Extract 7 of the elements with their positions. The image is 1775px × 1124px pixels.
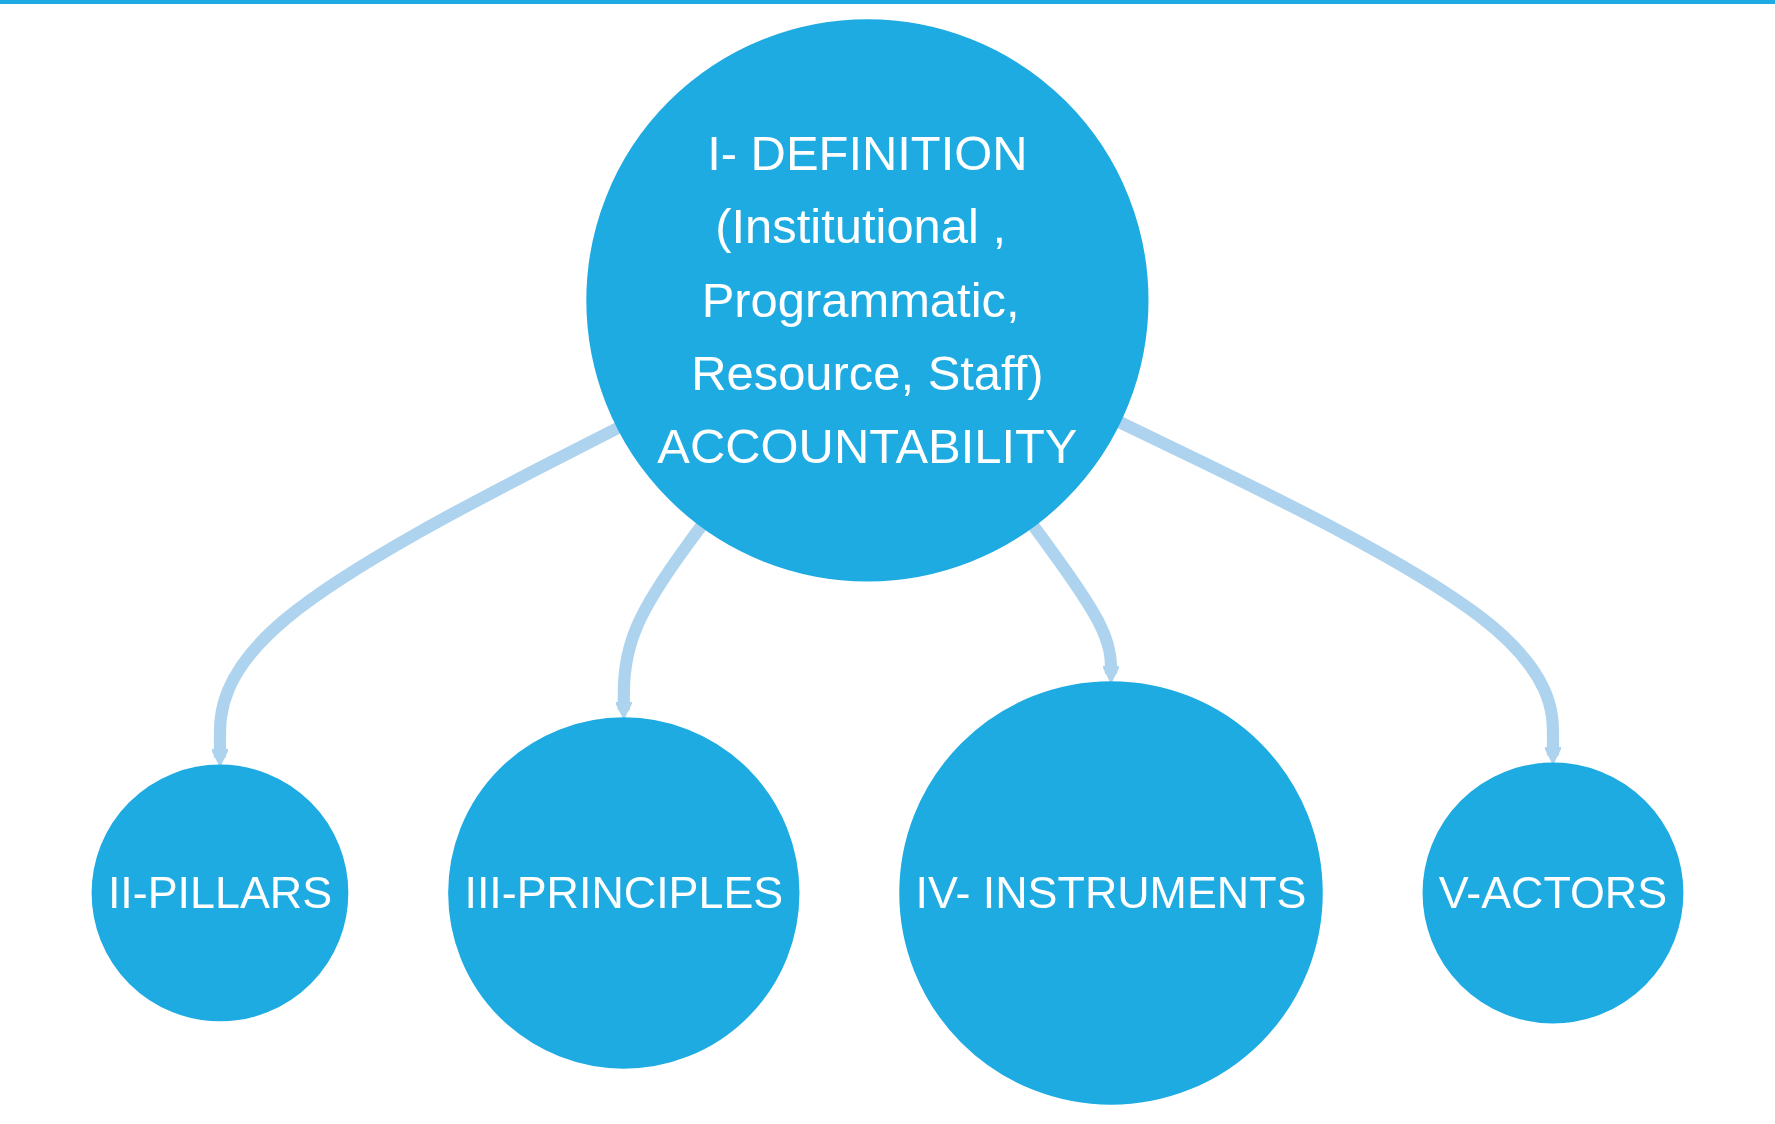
node-circle: II-PILLARS	[91, 764, 349, 1022]
node-circle: IV- INSTRUMENTS	[899, 681, 1323, 1105]
arrow	[211, 422, 621, 767]
arrow	[1116, 416, 1562, 765]
node-circle: V-ACTORS	[1422, 762, 1684, 1024]
node-circle: I- DEFINITION (Institutional , Programmatic, Resource, Staff) ACCOUNTABILITY	[586, 19, 1149, 582]
node-circle: III-PRINCIPLES	[448, 717, 800, 1069]
